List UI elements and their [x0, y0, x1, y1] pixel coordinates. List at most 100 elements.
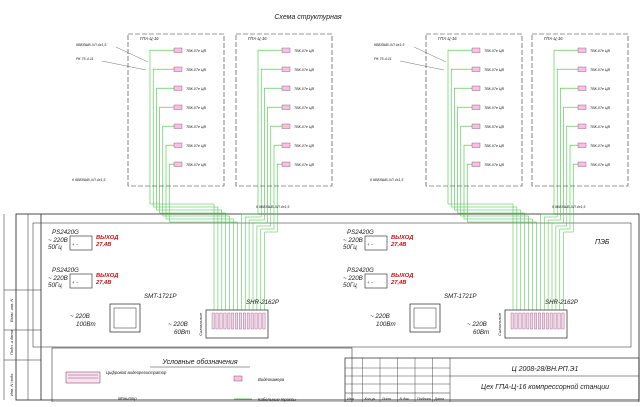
- bus-cable: [540, 204, 555, 310]
- psu-model: PS2420G: [347, 267, 374, 274]
- cable-label: 6 КВБбШВ-ХЛ 4х1,5: [552, 205, 585, 209]
- cable-label: РК 75-4-11: [76, 57, 94, 61]
- camera-icon: [471, 161, 481, 167]
- camera-icon: [281, 161, 291, 167]
- dvr-power: ~ 220В: [168, 321, 188, 328]
- psu-terminals: + −: [72, 242, 79, 247]
- cable-leader: [115, 46, 149, 63]
- bus-cable: [457, 204, 525, 310]
- bus-cable: [454, 204, 522, 310]
- legend-monitor-label: Монитор: [118, 396, 137, 401]
- dvr-model: SHR-2162P: [246, 299, 280, 306]
- title-block-column-header: Подпись: [417, 397, 431, 401]
- camera-label: ТВК-07е ЦВ: [186, 49, 207, 53]
- camera-icon: [577, 123, 587, 129]
- bus-cable: [543, 204, 558, 310]
- legend-camera-label: Видеокамера: [258, 377, 285, 382]
- psu-terminals: + −: [72, 280, 79, 285]
- camera-icon: [471, 47, 481, 53]
- psu-input: ~ 220В: [343, 275, 363, 282]
- camera-cable: [260, 68, 282, 204]
- monitor-power-watts: 100Вт: [376, 321, 396, 328]
- psu-output-value: 27,4В: [390, 242, 406, 248]
- camera-label: ТВК-07е ЦВ: [186, 106, 207, 110]
- psu-input-freq: 50Гц: [48, 282, 62, 289]
- document-code: Ц 2008-28/ВН.РП.Э1: [512, 366, 579, 373]
- psu-model: PS2420G: [52, 229, 79, 236]
- camera-cable: [566, 125, 578, 204]
- camera-cable: [457, 106, 472, 204]
- camera-icon: [471, 66, 481, 72]
- camera-icon: [577, 104, 587, 110]
- camera-cable: [450, 68, 472, 204]
- cable-label: 6 КВБбШВ-ХЛ 4х1,5: [72, 178, 105, 182]
- station-label: ГПА-Ц-16: [544, 36, 563, 41]
- title-block-frame: [344, 357, 640, 403]
- bus-cable: [260, 204, 275, 310]
- camera-icon: [281, 47, 291, 53]
- camera-cable: [149, 49, 174, 204]
- camera-icon: [173, 142, 183, 148]
- cable-label: КВБбШВ-ХЛ 4х1,5: [374, 43, 404, 47]
- dvr-input-pin: [526, 312, 530, 330]
- psu-input: ~ 220В: [48, 237, 68, 244]
- dvr-input-pin: [254, 312, 258, 330]
- camera-cable: [257, 49, 282, 204]
- title-block-column-header: Изм: [347, 397, 354, 401]
- bus-cable: [460, 204, 529, 310]
- dvr-input-pin: [219, 312, 223, 330]
- title-block-column-header: Лист: [381, 397, 391, 401]
- station-frame: [531, 33, 629, 187]
- monitor-screen: [413, 307, 437, 329]
- title-block-column-header: Дата: [434, 397, 444, 401]
- camera-cable: [460, 125, 472, 204]
- camera-label: ТВК-07е ЦВ: [484, 87, 505, 91]
- psu-output-value: 27,4В: [390, 280, 406, 286]
- bus-cable: [448, 203, 514, 310]
- psu-terminals: + −: [367, 242, 374, 247]
- cable-label: 6 КВБбШВ-ХЛ 4х1,5: [370, 178, 403, 182]
- psu-model: PS2420G: [347, 229, 374, 236]
- bus-cable: [559, 204, 571, 310]
- dvr-input-pin: [262, 312, 266, 330]
- legend: Условные обозначения Цифровой видеорегис…: [51, 347, 353, 403]
- psu-box: [364, 235, 388, 251]
- camera-label: ТВК-07е ЦВ: [294, 106, 315, 110]
- dvr-input-pin: [553, 312, 557, 330]
- camera-cable: [270, 125, 282, 204]
- dvr-input-pin: [215, 312, 219, 330]
- camera-icon: [173, 161, 183, 167]
- dvr-input-pin: [239, 312, 242, 330]
- camera-legend-icon: [233, 375, 243, 382]
- camera-label: ТВК-07е ЦВ: [294, 68, 315, 72]
- camera-label: ТВК-07е ЦВ: [590, 49, 611, 53]
- dvr-input-pin: [522, 312, 526, 330]
- camera-cable: [553, 49, 578, 204]
- monitor-icon: [109, 303, 141, 333]
- station-label: ГПА-Ц-16: [140, 36, 159, 41]
- bus-cable: [466, 204, 537, 310]
- camera-label: ТВК-07е ЦВ: [484, 125, 505, 129]
- monitor-screen: [113, 307, 137, 329]
- psu-output-title: ВЫХОД: [96, 273, 119, 279]
- dvr-input-pin: [561, 312, 565, 330]
- camera-icon: [173, 47, 183, 53]
- dvr-input-pin: [534, 312, 537, 330]
- psu-input-freq: 50Гц: [343, 244, 357, 251]
- camera-icon: [173, 104, 183, 110]
- camera-cable: [463, 144, 472, 204]
- camera-cable: [454, 87, 472, 204]
- psu-output-title: ВЫХОД: [96, 235, 119, 241]
- camera-cable: [273, 144, 282, 204]
- cable-leader: [413, 46, 447, 63]
- psu-model: PS2420G: [52, 267, 79, 274]
- camera-cable: [165, 144, 174, 204]
- bus-cable: [150, 203, 215, 310]
- monitor-icon: [409, 303, 441, 333]
- cable-leader: [101, 60, 147, 71]
- dvr-legend-icon: [65, 371, 101, 384]
- bus-cable: [248, 204, 265, 310]
- psu-box: [69, 235, 93, 251]
